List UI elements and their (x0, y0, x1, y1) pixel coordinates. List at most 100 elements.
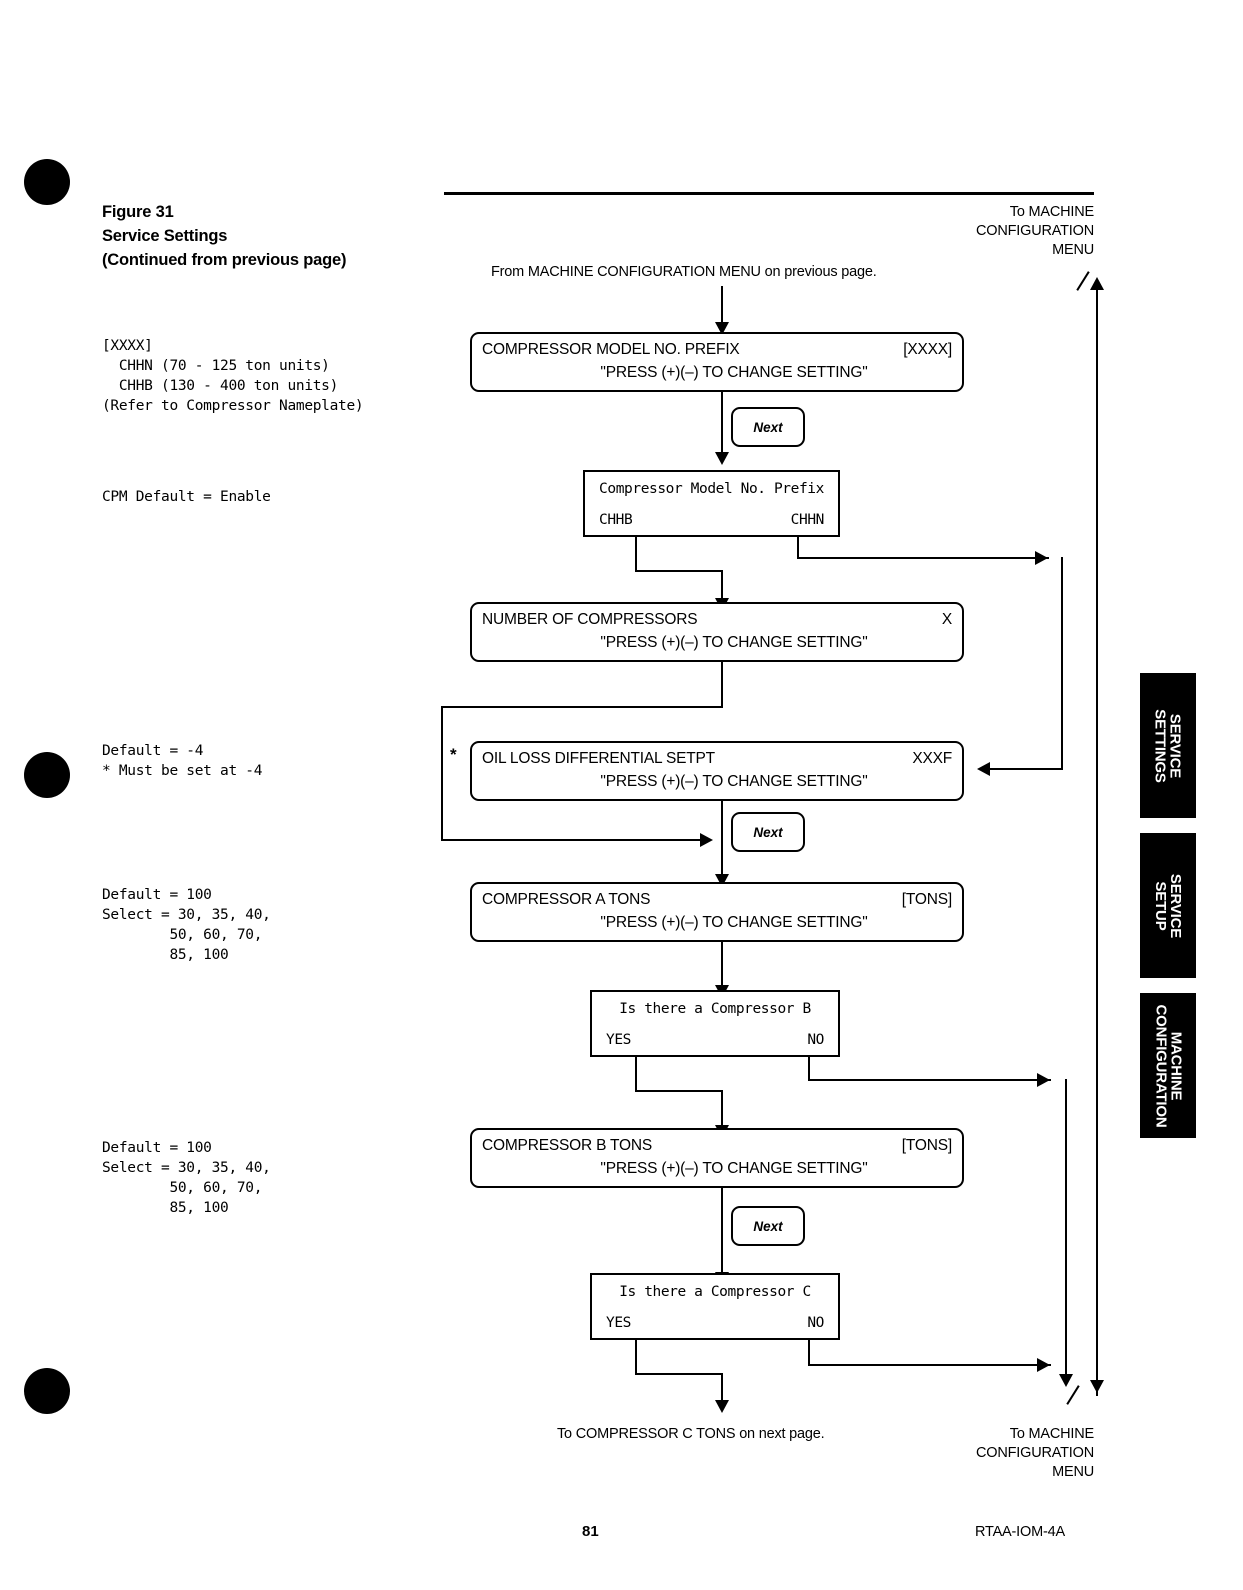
next-button-2[interactable]: Next (731, 812, 805, 852)
display-box-oil-loss-differential-setpt[interactable]: OIL LOSS DIFFERENTIAL SETPT XXXF "PRESS … (470, 741, 964, 801)
display-value: [TONS] (901, 1137, 952, 1154)
trunk-break-mark-top (1076, 271, 1090, 291)
display-value: [TONS] (901, 891, 952, 908)
caption-entry: From MACHINE CONFIGURATION MENU on previ… (491, 264, 877, 280)
connector-d3-yes-arrow (715, 1400, 729, 1413)
decision-box-compressor-b-exists[interactable]: Is there a Compressor B YES NO (590, 990, 840, 1057)
connector-d1-right-down (797, 537, 799, 559)
thumb-tab-service-setup[interactable]: SERVICE SETUP (1140, 833, 1196, 978)
thumb-tab-line-1: SERVICE (1167, 713, 1185, 778)
connector-d2-no-down (808, 1057, 810, 1081)
figure-heading: Figure 31 Service Settings (Continued fr… (102, 200, 432, 272)
display-title: COMPRESSOR MODEL NO. PREFIX (482, 341, 740, 358)
connector-d3-no-across (808, 1364, 1051, 1366)
decision-option-left[interactable]: CHHB (599, 512, 633, 528)
decision-option-yes[interactable]: YES (606, 1032, 631, 1048)
connector-d2-no-across (808, 1079, 1051, 1081)
note-oil-loss-default: Default = -4 * Must be set at -4 (102, 743, 263, 779)
connector-d1-left-to-box2 (721, 570, 723, 605)
connector-d3-yes-across (635, 1373, 723, 1375)
connector-no-collector (1065, 1079, 1067, 1380)
display-title: NUMBER OF COMPRESSORS (482, 611, 698, 628)
thumb-tab-line-2: SETUP (1152, 880, 1169, 930)
connector-b1-d1-arrow (715, 452, 729, 465)
display-box-compressor-b-tons[interactable]: COMPRESSOR B TONS [TONS] "PRESS (+)(–) T… (470, 1128, 964, 1188)
connector-d2-no-arrow (1037, 1073, 1050, 1087)
thumb-tab-line-1: MACHINE (1167, 1031, 1185, 1100)
connector-b2-bypass-down (441, 706, 443, 841)
connector-d3-no-arrow (1037, 1358, 1050, 1372)
thumb-tab-machine-configuration[interactable]: MACHINE CONFIGURATION (1140, 993, 1196, 1138)
figure-heading-line-3: (Continued from previous page) (102, 251, 347, 269)
document-code: RTAA-IOM-4A (975, 1524, 1065, 1540)
connector-oil-down (721, 791, 723, 885)
connector-no-collector-arrow (1059, 1374, 1073, 1387)
decision-option-no[interactable]: NO (807, 1315, 824, 1331)
connector-b2-left (441, 706, 723, 708)
connector-chhn-trunk (1061, 557, 1063, 770)
display-prompt: "PRESS (+)(–) TO CHANGE SETTING" (600, 1160, 868, 1177)
decision-title: Is there a Compressor B (619, 1001, 811, 1017)
oil-loss-asterisk-marker: * (450, 745, 457, 764)
display-prompt: "PRESS (+)(–) TO CHANGE SETTING" (600, 634, 868, 651)
connector-entry-line (721, 286, 723, 326)
connector-b2-bypass-right (441, 839, 704, 841)
display-value: X (941, 611, 952, 628)
display-prompt: "PRESS (+)(–) TO CHANGE SETTING" (600, 914, 868, 931)
display-prompt: "PRESS (+)(–) TO CHANGE SETTING" (600, 773, 868, 790)
decision-title: Is there a Compressor C (619, 1284, 811, 1300)
page-number: 81 (582, 1523, 599, 1540)
display-box-number-of-compressors[interactable]: NUMBER OF COMPRESSORS X "PRESS (+)(–) TO… (470, 602, 964, 662)
note-model-prefix: [XXXX] CHHN (70 - 125 ton units) CHHB (1… (102, 338, 364, 414)
punch-dot-top (24, 159, 70, 205)
display-prompt: "PRESS (+)(–) TO CHANGE SETTING" (600, 364, 868, 381)
display-title: COMPRESSOR A TONS (482, 891, 651, 908)
display-value: [XXXX] (903, 341, 952, 358)
connector-d3-no-down (808, 1340, 810, 1366)
decision-box-compressor-model-prefix[interactable]: Compressor Model No. Prefix CHHB CHHN (583, 470, 840, 537)
trunk-break-mark-bottom (1066, 1385, 1080, 1405)
connector-d2-yes-across (635, 1090, 723, 1092)
note-cpm-default: CPM Default = Enable (102, 489, 271, 505)
connector-chhn-oil-arrow (977, 762, 990, 776)
decision-option-no[interactable]: NO (807, 1032, 824, 1048)
punch-dot-middle (24, 752, 70, 798)
display-box-compressor-a-tons[interactable]: COMPRESSOR A TONS [TONS] "PRESS (+)(–) T… (470, 882, 964, 942)
connector-d2-yes-to-box (721, 1090, 723, 1138)
connector-d1-left-down (635, 537, 637, 572)
connector-b1-d1-line (721, 392, 723, 456)
connector-entry-arrow (715, 322, 729, 335)
decision-title: Compressor Model No. Prefix (599, 481, 824, 497)
header-rule (444, 192, 1094, 195)
decision-option-right[interactable]: CHHN (790, 512, 825, 528)
thumb-tab-line-1: SERVICE (1167, 873, 1184, 938)
figure-heading-line-1: Figure 31 (102, 203, 174, 221)
next-button-label: Next (753, 1218, 783, 1234)
note-compressor-b-tons: Default = 100 Select = 30, 35, 40, 50, 6… (102, 1140, 271, 1216)
connector-b2-down (721, 662, 723, 708)
next-button-3[interactable]: Next (731, 1206, 805, 1246)
connector-ba-d2-line (721, 942, 723, 1002)
next-button-label: Next (753, 419, 783, 435)
trunk-line (1096, 288, 1098, 1396)
connector-d3-yes-down (635, 1340, 637, 1375)
thumb-tab-line-2: SETTINGS (1152, 708, 1170, 783)
trunk-bottom-tail (1090, 1380, 1104, 1393)
connector-chhn-into-oil (990, 768, 1063, 770)
figure-heading-line-2: Service Settings (102, 227, 228, 245)
display-box-compressor-model-prefix[interactable]: COMPRESSOR MODEL NO. PREFIX [XXXX] "PRES… (470, 332, 964, 392)
thumb-tab-line-2: CONFIGURATION (1152, 1004, 1170, 1127)
display-title: OIL LOSS DIFFERENTIAL SETPT (482, 750, 715, 767)
caption-top-exit: To MACHINE CONFIGURATION MENU (976, 204, 1094, 258)
connector-b2-bypass-arrow (700, 833, 713, 847)
next-button-1[interactable]: Next (731, 407, 805, 447)
decision-option-yes[interactable]: YES (606, 1315, 631, 1331)
note-compressor-a-tons: Default = 100 Select = 30, 35, 40, 50, 6… (102, 887, 271, 963)
connector-d2-yes-down (635, 1057, 637, 1092)
connector-d1-left-across (635, 570, 723, 572)
thumb-tab-service-settings[interactable]: SERVICE SETTINGS (1140, 673, 1196, 818)
punch-dot-bottom (24, 1368, 70, 1414)
decision-box-compressor-c-exists[interactable]: Is there a Compressor C YES NO (590, 1273, 840, 1340)
connector-d1-right-across (797, 557, 1049, 559)
